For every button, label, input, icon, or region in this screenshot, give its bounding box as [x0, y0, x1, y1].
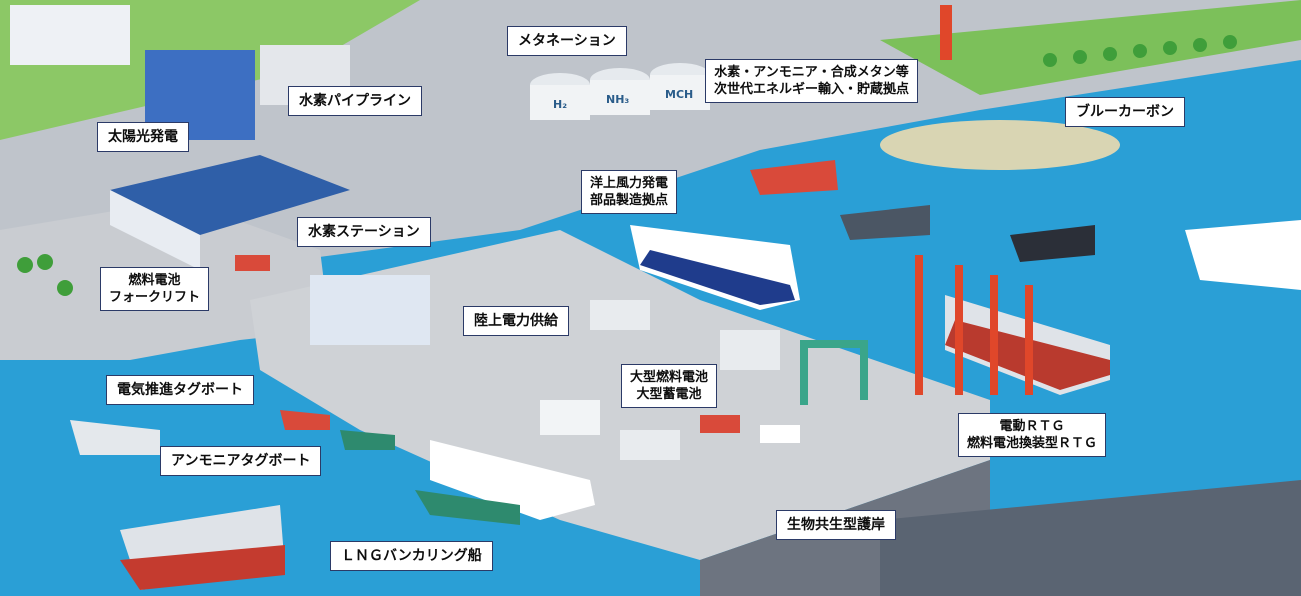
tree: [1073, 50, 1087, 64]
tree: [37, 254, 53, 270]
truck: [235, 255, 270, 271]
lng-bunkering-ship-left: [70, 420, 160, 455]
chimney: [940, 5, 952, 60]
ammonia-tugboat-label: アンモニアタグボート: [160, 446, 322, 476]
containers: [620, 430, 680, 460]
solar-label: 太陽光発電: [97, 122, 189, 152]
containers: [590, 300, 650, 330]
rtg-leg: [800, 345, 808, 405]
bio-seawall-label: 生物共生型護岸: [776, 510, 896, 540]
ammonia-tug: [340, 430, 395, 450]
gantry-cranes: [800, 255, 1033, 405]
tank-mch-body: [650, 75, 710, 110]
bunkering-vessel: [415, 490, 520, 525]
containers: [720, 330, 780, 370]
cargo-ship-small: [1010, 225, 1095, 262]
tree: [1133, 44, 1147, 58]
shore-power-label: 陸上電力供給: [463, 306, 569, 336]
rtg-beam: [800, 340, 868, 348]
tank-h2-body: [530, 85, 590, 120]
tree: [17, 257, 33, 273]
tree: [57, 280, 73, 296]
tank-h2-label: H₂: [553, 98, 568, 111]
terminal-pier: [250, 230, 990, 560]
tank-nh3-body: [590, 80, 650, 115]
methanation-label: メタネーション: [507, 26, 627, 56]
crane-leg: [1025, 285, 1033, 395]
tank-mch-label: MCH: [665, 88, 694, 101]
seagrass-patch: [880, 120, 1120, 170]
tanker-ship: [750, 160, 838, 195]
trees: [17, 35, 1237, 296]
rtg-leg: [860, 340, 868, 400]
tree: [1103, 47, 1117, 61]
truck: [700, 415, 740, 433]
apartment-block: [10, 5, 130, 65]
large-fc-battery-label: 大型燃料電池 大型蓄電池: [621, 364, 718, 408]
fc-forklift-label: 燃料電池 フォークリフト: [100, 267, 210, 311]
tree: [1163, 41, 1177, 55]
truck: [760, 425, 800, 443]
solar-building-wall: [110, 190, 200, 270]
electric-tugboat-label: 電気推進タグボート: [106, 375, 254, 405]
shore-power-building: [310, 275, 430, 345]
lng-bunkering-label: ＬＮＧバンカリング船: [330, 541, 493, 571]
solar-roof: [110, 155, 350, 235]
blue-carbon-label: ブルーカーボン: [1065, 97, 1185, 127]
seawall-rocks: [880, 480, 1301, 596]
offshore-wind-label: 洋上風力発電 部品製造拠点: [581, 170, 678, 214]
tank-nh3-label: NH₃: [606, 93, 630, 106]
hydrogen-pipeline-label: 水素パイプライン: [288, 86, 422, 116]
tree: [1223, 35, 1237, 49]
crane-leg: [915, 255, 923, 395]
electric-tug: [280, 410, 330, 430]
tree: [1043, 53, 1057, 67]
battery-building: [540, 400, 600, 435]
electric-rtg-label: 電動ＲＴＧ 燃料電池換装型ＲＴＧ: [958, 413, 1107, 457]
car-carrier-hull: [640, 250, 795, 305]
crane-leg: [990, 275, 998, 395]
lng-carrier: [840, 205, 930, 240]
grass-shore: [880, 0, 1301, 95]
container-ship-bottom-hull: [120, 545, 285, 590]
cruise-ship: [430, 440, 595, 520]
crane-leg: [955, 265, 963, 395]
import-storage-label: 水素・アンモニア・合成メタン等 次世代エネルギー輸入・貯蔵拠点: [705, 59, 919, 103]
tree: [1193, 38, 1207, 52]
ferry-ship: [1185, 220, 1301, 290]
hydrogen-station-label: 水素ステーション: [297, 217, 431, 247]
